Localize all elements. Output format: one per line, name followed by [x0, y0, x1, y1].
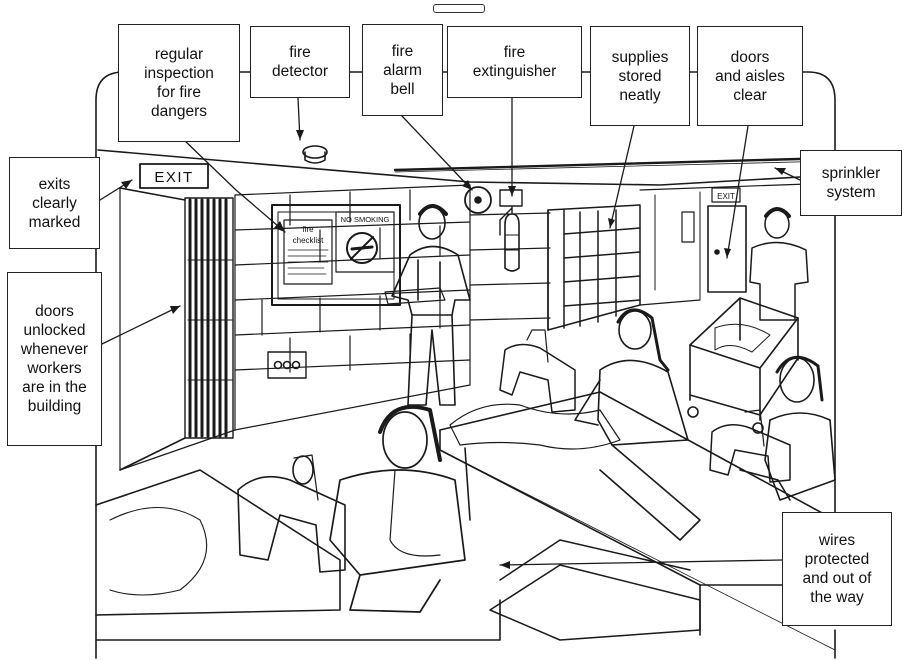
no-smoking-text: NO SMOKING: [341, 215, 390, 224]
exit-sign-main-text: EXIT: [154, 169, 193, 186]
checklist-text-2: checklist: [293, 236, 324, 245]
gate-door: [185, 198, 233, 438]
checklist-text-1: fire: [302, 225, 314, 234]
fabric-basket: [490, 540, 700, 640]
smoke-detector: [303, 146, 327, 158]
label-doors-aisles-clear: doors and aisles clear: [697, 26, 803, 126]
sewing-machine-right: [710, 410, 790, 482]
label-doors-unlocked: doors unlocked whenever workers are in t…: [7, 272, 102, 446]
fabric: [450, 404, 620, 449]
sewing-machine-front: [238, 455, 345, 572]
sewing-machine-middle: [500, 330, 575, 412]
worker-middle-figure: [575, 310, 700, 540]
exit-sign-small-text: EXIT: [717, 192, 735, 201]
label-supplies-stored: supplies stored neatly: [590, 26, 690, 126]
top-tab-handle: [433, 4, 485, 13]
label-fire-alarm-bell: fire alarm bell: [362, 24, 443, 116]
label-sprinkler-system: sprinkler system: [800, 150, 902, 216]
extinguisher: [505, 214, 519, 271]
label-inspection: regular inspection for fire dangers: [118, 24, 240, 142]
worker-front-figure: [330, 407, 465, 612]
sprinkler-pipe: [395, 158, 835, 170]
label-fire-extinguisher: fire extinguisher: [447, 26, 582, 98]
label-exits-marked: exits clearly marked: [9, 157, 100, 249]
label-fire-detector: fire detector: [250, 26, 350, 98]
label-wires-protected: wires protected and out of the way: [782, 512, 892, 626]
worker-back-figure: [750, 209, 808, 320]
worker-right-figure: [740, 357, 835, 500]
